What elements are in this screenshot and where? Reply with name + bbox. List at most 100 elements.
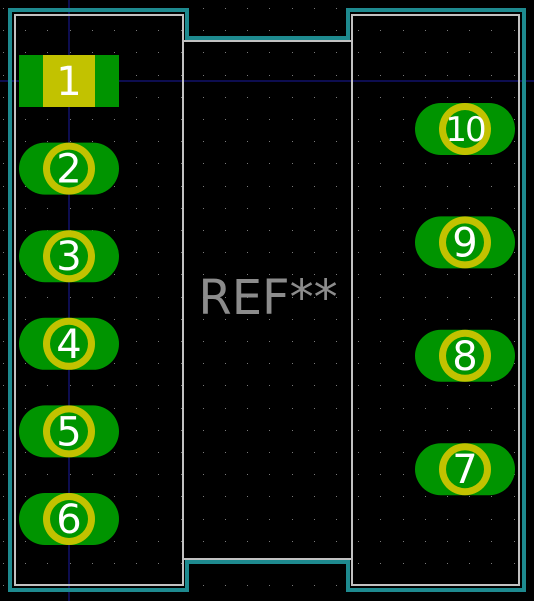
grid-dot	[181, 319, 182, 320]
grid-dot	[380, 452, 381, 453]
grid-dot	[358, 341, 359, 342]
grid-dot	[269, 452, 270, 453]
grid-dot	[292, 408, 293, 409]
pad-3[interactable]: 3	[19, 230, 119, 283]
grid-dot	[403, 363, 404, 364]
grid-dot	[225, 385, 226, 386]
grid-dot	[403, 408, 404, 409]
grid-dot	[514, 230, 515, 231]
grid-dot	[358, 563, 359, 564]
grid-dot	[114, 208, 115, 209]
grid-dot	[380, 474, 381, 475]
grid-dot	[269, 363, 270, 364]
grid-dot	[92, 474, 93, 475]
grid-dot	[336, 541, 337, 542]
grid-dot	[203, 119, 204, 120]
grid-dot	[292, 274, 293, 275]
grid-dot	[292, 430, 293, 431]
grid-dot	[314, 496, 315, 497]
grid-dot	[203, 208, 204, 209]
grid-dot	[136, 274, 137, 275]
grid-dot	[181, 252, 182, 253]
grid-dot	[380, 319, 381, 320]
grid-dot	[136, 496, 137, 497]
grid-dot	[491, 496, 492, 497]
grid-dot	[358, 385, 359, 386]
grid-dot	[203, 163, 204, 164]
grid-dot	[203, 97, 204, 98]
grid-dot	[92, 385, 93, 386]
pad-10[interactable]: 10	[415, 103, 515, 155]
pad-7[interactable]: 7	[415, 443, 515, 496]
grid-dot	[225, 230, 226, 231]
grid-dot	[3, 230, 4, 231]
grid-dot	[358, 363, 359, 364]
grid-dot	[292, 474, 293, 475]
grid-dot	[314, 97, 315, 98]
grid-dot	[336, 75, 337, 76]
grid-dot	[491, 274, 492, 275]
grid-dot	[269, 319, 270, 320]
grid-dot	[269, 408, 270, 409]
grid-dot	[358, 408, 359, 409]
grid-dot	[247, 430, 248, 431]
grid-dot	[3, 8, 4, 9]
pad-4[interactable]: 4	[19, 317, 119, 370]
grid-dot	[469, 30, 470, 31]
grid-dot	[181, 163, 182, 164]
grid-dot	[447, 385, 448, 386]
grid-dot	[425, 97, 426, 98]
grid-dot	[514, 52, 515, 53]
grid-dot	[269, 52, 270, 53]
grid-dot	[514, 274, 515, 275]
grid-dot	[3, 97, 4, 98]
grid-dot	[3, 119, 4, 120]
grid-dot	[403, 252, 404, 253]
grid-dot	[514, 297, 515, 298]
grid-dot	[158, 230, 159, 231]
grid-dot	[403, 186, 404, 187]
pad-5[interactable]: 5	[19, 405, 119, 458]
grid-dot	[3, 519, 4, 520]
grid-dot	[336, 208, 337, 209]
grid-dot	[358, 541, 359, 542]
grid-dot	[269, 97, 270, 98]
grid-dot	[514, 563, 515, 564]
grid-dot	[47, 52, 48, 53]
pad-1[interactable]: 1	[19, 55, 119, 107]
grid-dot	[225, 52, 226, 53]
grid-dot	[247, 585, 248, 586]
pad-8[interactable]: 8	[415, 329, 515, 382]
grid-dot	[47, 385, 48, 386]
grid-dot	[136, 452, 137, 453]
grid-dot	[314, 163, 315, 164]
grid-dot	[491, 97, 492, 98]
grid-dot	[514, 541, 515, 542]
grid-dot	[203, 186, 204, 187]
grid-dot	[269, 119, 270, 120]
grid-dot	[469, 563, 470, 564]
grid-dot	[491, 30, 492, 31]
pad-6[interactable]: 6	[19, 493, 119, 545]
grid-dot	[247, 30, 248, 31]
grid-dot	[203, 274, 204, 275]
grid-dot	[247, 519, 248, 520]
grid-dot	[158, 541, 159, 542]
pad-2[interactable]: 2	[19, 142, 119, 195]
grid-dot	[225, 163, 226, 164]
grid-dot	[136, 430, 137, 431]
grid-dot	[181, 186, 182, 187]
grid-dot	[380, 430, 381, 431]
grid-dot	[158, 119, 159, 120]
pad-drill-hole	[446, 110, 484, 148]
grid-dot	[247, 119, 248, 120]
grid-dot	[225, 519, 226, 520]
grid-dot	[292, 519, 293, 520]
grid-dot	[158, 75, 159, 76]
grid-dot	[314, 430, 315, 431]
grid-dot	[158, 363, 159, 364]
grid-dot	[336, 297, 337, 298]
grid-dot	[447, 319, 448, 320]
pad-9[interactable]: 9	[415, 216, 515, 269]
